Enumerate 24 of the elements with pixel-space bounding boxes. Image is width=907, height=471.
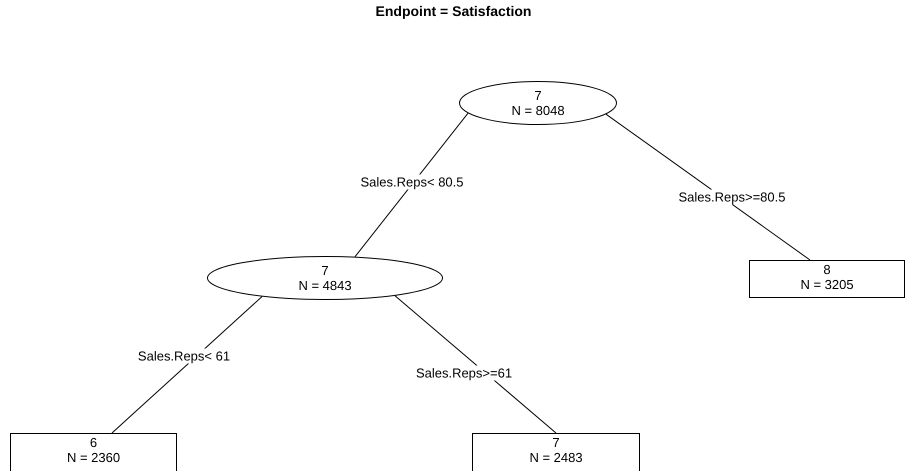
sample-count: N = 3205 <box>800 277 854 292</box>
predicted-value: 7 <box>552 435 560 450</box>
split-node-ellipse <box>207 256 443 300</box>
predicted-value: 8 <box>823 262 831 277</box>
sample-count: N = 2360 <box>66 450 120 465</box>
branch-line <box>394 295 556 434</box>
predicted-value: 7 <box>321 263 329 278</box>
split-condition-label: Sales.Reps< 80.5 <box>360 174 464 190</box>
branch-line <box>606 114 810 260</box>
split-condition-label: Sales.Reps>=61 <box>414 366 514 380</box>
predicted-value: 7 <box>534 88 542 103</box>
chart-title: Endpoint = Satisfaction <box>374 3 532 19</box>
split-node-ellipse <box>459 81 617 125</box>
leaf-node-box <box>472 433 640 471</box>
sample-count: N = 4843 <box>298 278 352 293</box>
leaf-node-box <box>749 260 905 298</box>
leaf-node-box <box>10 433 177 471</box>
sample-count: N = 8048 <box>511 103 565 118</box>
split-condition-label: Sales.Reps>=80.5 <box>678 190 786 204</box>
branch-line <box>112 296 262 434</box>
predicted-value: 6 <box>90 435 98 450</box>
sample-count: N = 2483 <box>529 450 583 465</box>
branch-line <box>354 112 468 258</box>
split-condition-label: Sales.Reps< 61 <box>136 348 232 364</box>
